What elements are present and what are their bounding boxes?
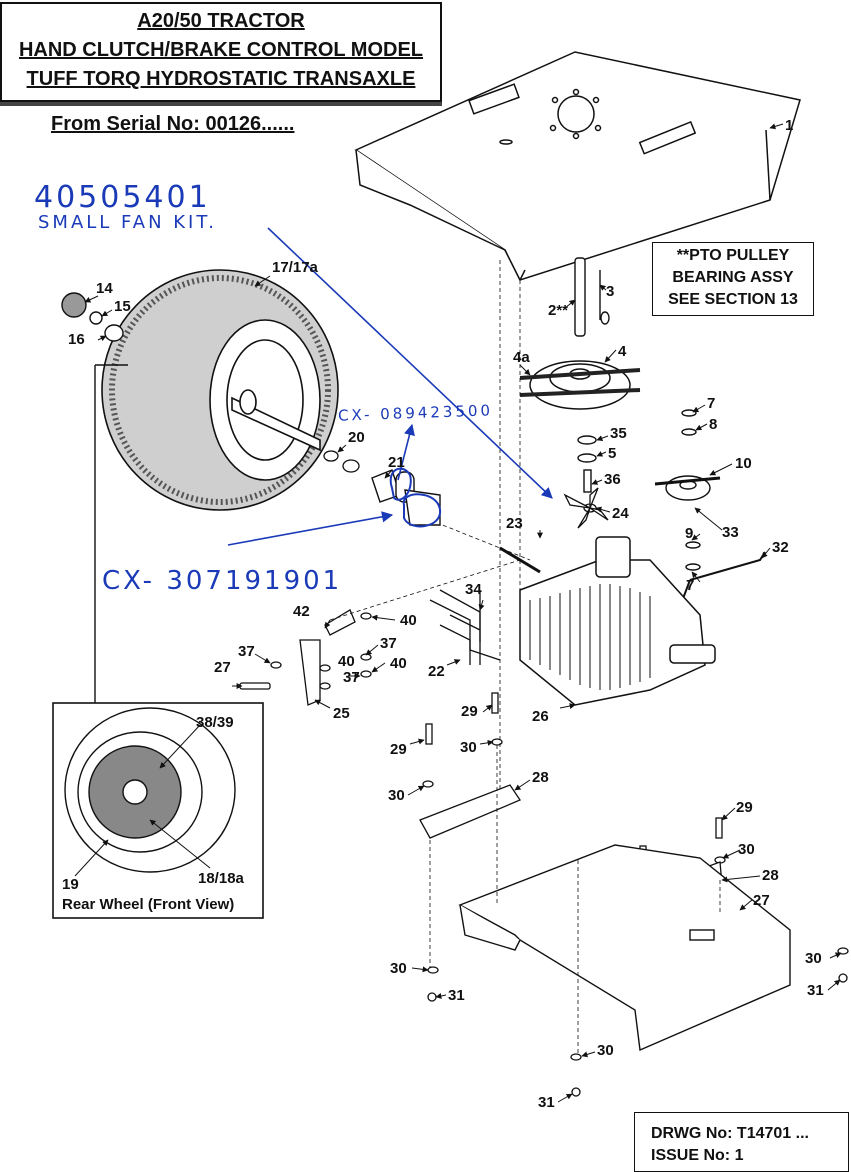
- pto-note-line-1: **PTO PULLEY: [676, 247, 790, 264]
- inset-label-38-39: 38/39: [196, 714, 234, 731]
- svg-text:35: 35: [610, 425, 627, 442]
- pulley-4: [519, 360, 641, 410]
- assembly-guides: [329, 260, 721, 1055]
- fasteners: [239, 450, 849, 1097]
- rear-wheel: [101, 269, 339, 511]
- cooling-fan: [563, 487, 609, 529]
- svg-text:14: 14: [96, 280, 113, 297]
- svg-text:3: 3: [606, 283, 614, 300]
- svg-text:24: 24: [612, 505, 629, 522]
- title-line-2: HAND CLUTCH/BRAKE CONTROL MODEL: [18, 39, 424, 61]
- svg-text:40: 40: [400, 612, 417, 629]
- svg-text:28: 28: [762, 867, 779, 884]
- svg-text:37: 37: [343, 669, 360, 686]
- pto-note-line-3: SEE SECTION 13: [668, 291, 798, 308]
- svg-text:27: 27: [753, 892, 770, 909]
- svg-text:40: 40: [338, 653, 355, 670]
- svg-text:9: 9: [685, 525, 693, 542]
- svg-text:36: 36: [604, 471, 621, 488]
- svg-text:30: 30: [805, 950, 822, 967]
- handwritten-kit-number: 40505401: [34, 180, 211, 215]
- svg-text:30: 30: [388, 787, 405, 804]
- pto-note-line-2: BEARING ASSY: [672, 269, 794, 286]
- svg-text:34: 34: [465, 581, 482, 598]
- svg-text:29: 29: [390, 741, 407, 758]
- svg-text:20: 20: [348, 429, 365, 446]
- drawing-number-box: DRWG No: T14701 ... ISSUE No: 1: [634, 1112, 849, 1172]
- svg-text:33: 33: [722, 524, 739, 541]
- pulley-shaft: [574, 257, 610, 337]
- handwritten-cx-lower: CX- 307191901: [102, 566, 343, 596]
- svg-text:7: 7: [707, 395, 715, 412]
- svg-text:29: 29: [461, 703, 478, 720]
- title-line-3: TUFF TORQ HYDROSTATIC TRANSAXLE: [26, 68, 416, 90]
- title-block: A20/50 TRACTOR HAND CLUTCH/BRAKE CONTROL…: [0, 2, 442, 102]
- svg-text:10: 10: [735, 455, 752, 472]
- inset-label-18-18a: 18/18a: [198, 870, 244, 887]
- svg-text:29: 29: [736, 799, 753, 816]
- drawing-issue: ISSUE No: 1: [651, 1147, 744, 1164]
- svg-text:15: 15: [114, 298, 131, 315]
- svg-text:17/17a: 17/17a: [272, 259, 319, 276]
- svg-text:30: 30: [390, 960, 407, 977]
- svg-text:42: 42: [293, 603, 310, 620]
- svg-text:16: 16: [68, 331, 85, 348]
- svg-text:4a: 4a: [513, 349, 530, 366]
- svg-text:31: 31: [538, 1094, 555, 1111]
- svg-text:22: 22: [428, 663, 445, 680]
- inset-wheel: [64, 707, 236, 873]
- handwritten-kit-name: SMALL FAN KIT.: [38, 212, 217, 233]
- pen-annotations: [227, 227, 553, 546]
- drawing-number: DRWG No: T14701 ...: [651, 1125, 809, 1142]
- svg-text:31: 31: [448, 987, 465, 1004]
- callout-leaders: [74, 123, 842, 1103]
- serial-note: From Serial No: 00126......: [51, 113, 295, 135]
- bracket-22: [429, 589, 501, 665]
- svg-text:7: 7: [686, 577, 694, 594]
- floor-plate: [458, 844, 791, 1052]
- inset-label-19: 19: [62, 876, 79, 893]
- svg-text:30: 30: [597, 1042, 614, 1059]
- svg-text:37: 37: [238, 643, 255, 660]
- svg-text:27: 27: [214, 659, 231, 676]
- svg-text:25: 25: [333, 705, 350, 722]
- svg-text:31: 31: [807, 982, 824, 999]
- svg-text:5: 5: [608, 445, 616, 462]
- svg-text:4: 4: [618, 343, 627, 360]
- svg-text:37: 37: [380, 635, 397, 652]
- svg-text:21: 21: [388, 454, 405, 471]
- hydrostatic-transaxle: [499, 536, 716, 706]
- idler-pulley: [654, 409, 721, 571]
- callout-numbers: 1 2** 3 4 4a 35 5 7 8 10 36 24 33 9 7 32…: [68, 117, 824, 1111]
- title-line-1: A20/50 TRACTOR: [137, 10, 305, 32]
- svg-text:26: 26: [532, 708, 549, 725]
- washers-35-5: [577, 435, 597, 493]
- svg-text:23: 23: [506, 515, 523, 532]
- svg-text:30: 30: [738, 841, 755, 858]
- bracket-25: [299, 609, 356, 706]
- svg-text:30: 30: [460, 739, 477, 756]
- svg-text:32: 32: [772, 539, 789, 556]
- svg-text:1: 1: [785, 117, 793, 134]
- hub-cap: [61, 292, 124, 342]
- inset-caption: Rear Wheel (Front View): [62, 896, 235, 913]
- svg-text:28: 28: [532, 769, 549, 786]
- svg-text:2**: 2**: [548, 302, 568, 319]
- svg-text:40: 40: [390, 655, 407, 672]
- pto-note-box: **PTO PULLEY BEARING ASSY SEE SECTION 13: [652, 242, 814, 316]
- cover-plate: [354, 51, 801, 282]
- svg-text:8: 8: [709, 416, 717, 433]
